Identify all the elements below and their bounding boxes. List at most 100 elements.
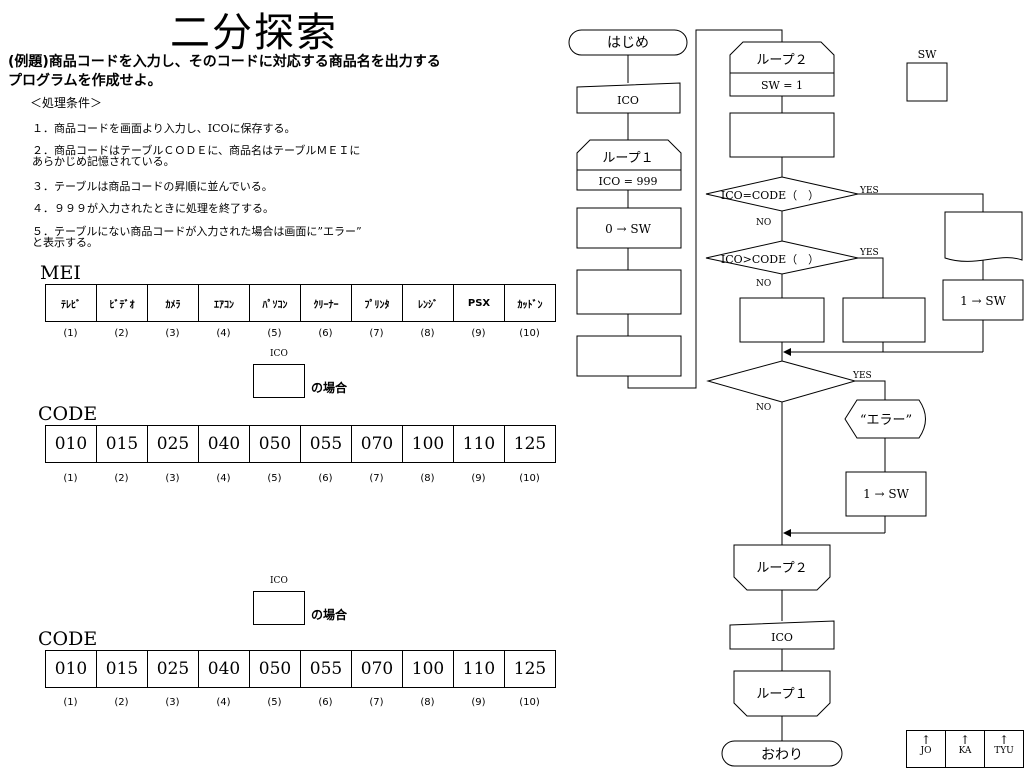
code-cell: 100 xyxy=(402,425,454,463)
problem-line-2: プログラムを作成せよ。 xyxy=(8,73,162,89)
code-cell: 070 xyxy=(351,425,403,463)
loop1-condition: ICO = 999 xyxy=(599,175,658,188)
nav-label: TYU xyxy=(994,746,1014,756)
display-error-shape xyxy=(844,399,926,439)
decision-greater-label: ICO>CODE（ ） xyxy=(721,253,819,266)
input-ico-label: ICO xyxy=(617,94,639,107)
code-index: (4) xyxy=(216,697,231,708)
code-index: (10) xyxy=(519,473,540,484)
mei-cell: ﾊﾟｿｺﾝ xyxy=(249,284,301,322)
start-label: はじめ xyxy=(607,35,649,51)
condition-5b: と表示する。 xyxy=(32,236,98,249)
end-terminator xyxy=(721,740,843,767)
error-label: “エラー” xyxy=(860,413,912,428)
no-label: NO xyxy=(756,218,771,228)
output-ico-label: ICO xyxy=(771,631,793,644)
condition-4: ４．９９９が入力されたときに処理を終了する。 xyxy=(32,202,274,215)
loop1-end-label: ループ１ xyxy=(756,687,807,702)
code-cell: 040 xyxy=(198,650,250,688)
decision-sw xyxy=(706,360,857,403)
process-box-blank xyxy=(842,297,926,343)
code-index: (7) xyxy=(369,473,384,484)
no-label: NO xyxy=(756,279,771,289)
code-table: 010 015 025 040 050 055 070 100 110 125 xyxy=(45,425,556,463)
loop1-start-shape xyxy=(576,139,682,191)
connector-line xyxy=(858,257,884,298)
code-index: (5) xyxy=(267,697,282,708)
code-index: (6) xyxy=(318,473,333,484)
code-index: (2) xyxy=(114,473,129,484)
code-index: (1) xyxy=(63,697,78,708)
nav-label: JO xyxy=(920,746,932,756)
connector-line xyxy=(855,380,886,400)
nav-label: KA xyxy=(958,746,972,756)
mei-index: (9) xyxy=(471,328,486,339)
mei-index: (5) xyxy=(267,328,282,339)
condition-5a: ５．テーブルにない商品コードが入力された場合は画面に”エラー” xyxy=(32,225,362,238)
code-index: (6) xyxy=(318,697,333,708)
code-cell: 025 xyxy=(147,650,199,688)
code-cell: 055 xyxy=(300,650,352,688)
loop2-end-shape xyxy=(733,544,831,591)
mei-cell: ﾌﾟﾘﾝﾀ xyxy=(351,284,403,322)
problem-line-1: (例題)商品コードを入力し、そのコードに対応する商品名を出力する xyxy=(8,54,441,70)
code-index: (7) xyxy=(369,697,384,708)
code-index: (3) xyxy=(165,697,180,708)
loop2-condition: SW = 1 xyxy=(761,79,803,92)
code-cell: 100 xyxy=(402,650,454,688)
loop2-name: ループ２ xyxy=(756,53,807,68)
ico-input-box[interactable] xyxy=(253,364,305,398)
mei-index: (2) xyxy=(114,328,129,339)
connector-line xyxy=(858,193,984,212)
nav-button-ka[interactable]: ↑ KA xyxy=(945,730,985,768)
mei-cell: ｶｯﾄﾞﾝ xyxy=(504,284,556,322)
mei-index: (10) xyxy=(519,328,540,339)
condition-1: １．商品コードを画面より入力し、ICOに保存する。 xyxy=(32,122,296,135)
loop2-start-shape xyxy=(729,41,835,97)
code-cell: 025 xyxy=(147,425,199,463)
code-index: (1) xyxy=(63,473,78,484)
problem-statement: (例題)商品コードを入力し、そのコードに対応する商品名を出力する プログラムを作… xyxy=(8,53,548,91)
code-index: (4) xyxy=(216,473,231,484)
code-cell: 010 xyxy=(45,425,97,463)
code-index: (8) xyxy=(420,697,435,708)
ico-box-label: ICO xyxy=(270,576,288,586)
connector-line xyxy=(627,29,783,389)
code-index: (9) xyxy=(471,473,486,484)
mei-cell: PSX xyxy=(453,284,505,322)
nav-button-tyu[interactable]: ↑ TYU xyxy=(984,730,1024,768)
process-box-blank xyxy=(576,269,682,315)
loop2-end-label: ループ２ xyxy=(756,561,807,576)
code-index: (3) xyxy=(165,473,180,484)
code-table: 010 015 025 040 050 055 070 100 110 125 xyxy=(45,650,556,688)
code-cell: 125 xyxy=(504,425,556,463)
mei-index: (1) xyxy=(63,328,78,339)
process-box-blank xyxy=(576,335,682,377)
mei-cell: ﾋﾞﾃﾞｵ xyxy=(96,284,148,322)
sw-set-label: 1 → SW xyxy=(960,294,1007,308)
code-index: (8) xyxy=(420,473,435,484)
process-box-blank xyxy=(729,112,835,158)
sw-set-box xyxy=(845,471,927,517)
code-cell: 125 xyxy=(504,650,556,688)
process-box-blank xyxy=(739,297,825,343)
code-cell: 015 xyxy=(96,425,148,463)
condition-2b: あらかじめ記憶されている。 xyxy=(32,155,175,168)
mei-label: MEI xyxy=(40,262,81,284)
sw-variable-label: SW xyxy=(918,48,938,61)
ico-input-box[interactable] xyxy=(253,591,305,625)
up-arrow-icon: ↑ xyxy=(998,733,1010,747)
mei-cell: ﾚﾝｼﾞ xyxy=(402,284,454,322)
output-document-shape xyxy=(944,211,1023,262)
decision-equal-label: ICO=CODE（ ） xyxy=(721,189,819,202)
mei-index: (8) xyxy=(420,328,435,339)
sw-init-label: 0 → SW xyxy=(605,222,652,236)
end-label: おわり xyxy=(761,747,803,763)
nav-button-jo[interactable]: ↑ JO xyxy=(906,730,946,768)
sw-init-box xyxy=(576,207,682,249)
output-ico-shape xyxy=(729,620,835,650)
loop1-name: ループ１ xyxy=(602,151,653,166)
case-text: の場合 xyxy=(311,381,348,395)
mei-cell: ｸﾘｰﾅｰ xyxy=(300,284,352,322)
code-cell: 010 xyxy=(45,650,97,688)
